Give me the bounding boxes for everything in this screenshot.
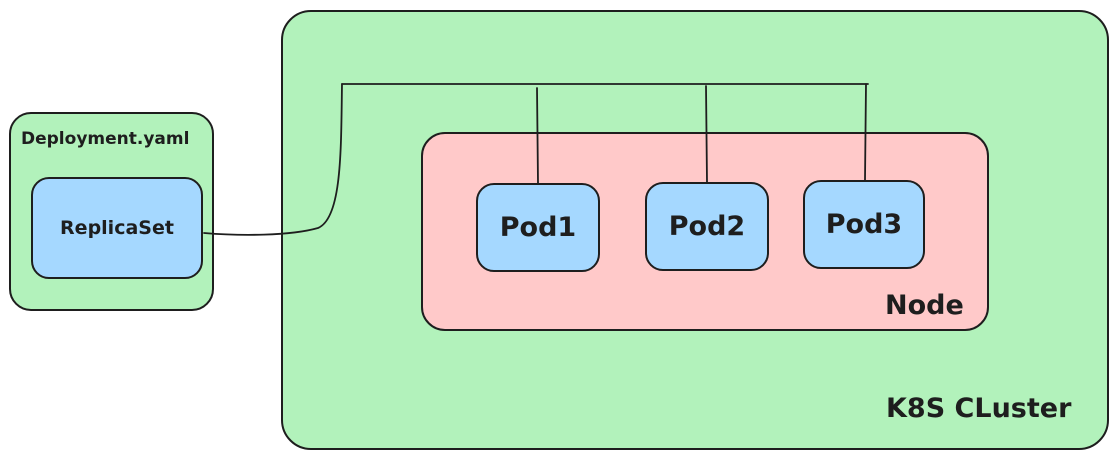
node-label: Node — [885, 290, 964, 321]
pod2-label: Pod2 — [668, 211, 746, 242]
pod2-connector — [705, 85, 708, 183]
replicaset-to-bus-connector — [203, 83, 343, 236]
pod1-box: Pod1 — [476, 183, 600, 272]
deployment-label: Deployment.yaml — [21, 129, 190, 149]
replicaset-label: ReplicaSet — [60, 217, 174, 239]
pod3-connector — [864, 83, 867, 181]
cluster-label: K8S CLuster — [886, 393, 1072, 424]
pod3-box: Pod3 — [803, 180, 925, 269]
replicaset-box: ReplicaSet — [31, 177, 203, 279]
pod2-box: Pod2 — [645, 182, 769, 271]
pod3-label: Pod3 — [825, 209, 903, 240]
pod1-label: Pod1 — [499, 212, 577, 243]
pod1-connector — [536, 87, 539, 184]
